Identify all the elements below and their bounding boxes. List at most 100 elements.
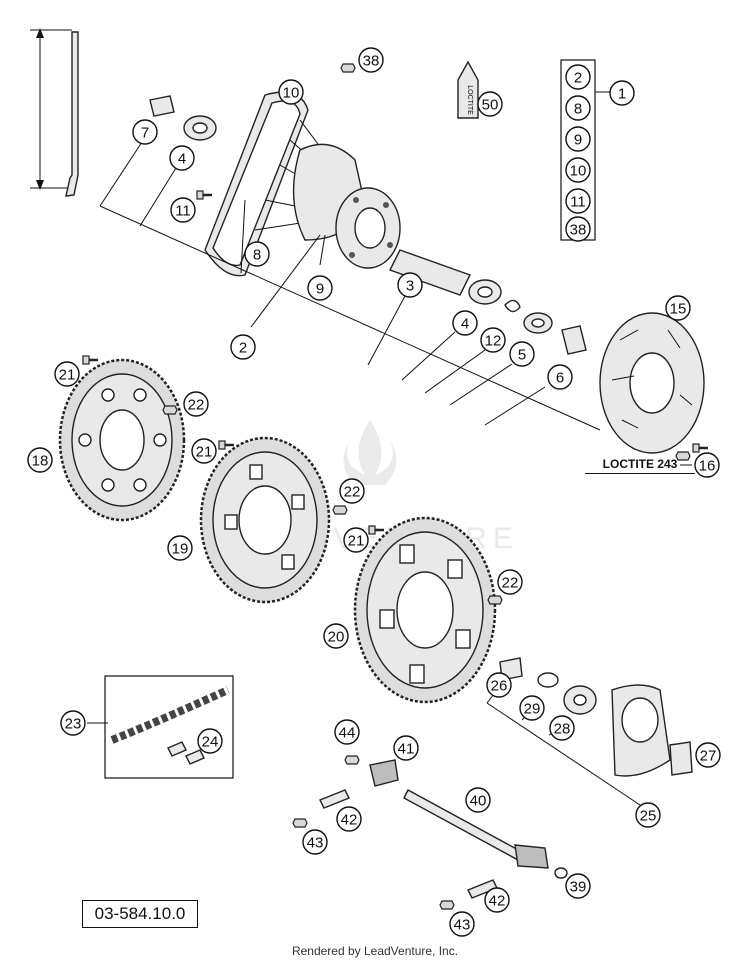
callout-circle — [197, 728, 223, 754]
rim-and-hub — [204, 91, 401, 277]
svg-text:LOCTITE: LOCTITE — [466, 85, 473, 115]
callout-circle — [60, 710, 86, 736]
callout-21b: 21 — [191, 438, 217, 464]
callout-4a: 4 — [169, 145, 195, 171]
callout-42b: 42 — [484, 887, 510, 913]
callout-43a: 43 — [302, 829, 328, 855]
callout-24: 24 — [197, 728, 223, 754]
callout-number: 9 — [316, 281, 324, 298]
callout-43b: 43 — [449, 911, 475, 937]
kit-item-38: 38 — [565, 216, 591, 242]
callout-6: 6 — [547, 364, 573, 390]
callout-41: 41 — [393, 735, 419, 761]
loctite-tube: LOCTITE — [457, 60, 479, 119]
callout-circle — [486, 672, 512, 698]
callout-circle — [191, 438, 217, 464]
callout-circle — [336, 806, 362, 832]
spacer-part — [149, 95, 175, 117]
callout-number: 21 — [196, 444, 213, 461]
callout-number: 42 — [489, 893, 506, 910]
sprocket-18 — [58, 358, 186, 522]
callout-25: 25 — [635, 802, 661, 828]
callout-38: 38 — [358, 47, 384, 73]
sprocket-20 — [353, 516, 497, 704]
svg-text:38: 38 — [570, 222, 587, 239]
callout-20: 20 — [323, 623, 349, 649]
callout-number: 44 — [339, 725, 356, 742]
callout-number: 40 — [470, 793, 487, 810]
hub-assembly-25 — [499, 657, 693, 777]
chain-part — [110, 686, 230, 744]
spoke-drawing — [30, 28, 79, 197]
callout-circle — [343, 527, 369, 553]
callout-number: 28 — [554, 721, 571, 738]
callout-circle — [549, 715, 575, 741]
callout-number: 27 — [700, 748, 717, 765]
nipple-part — [340, 63, 356, 73]
callout-circle — [244, 241, 270, 267]
callout-number: 23 — [65, 716, 82, 733]
callout-circle — [334, 719, 360, 745]
kit-item-8: 8 — [565, 95, 591, 121]
callout-number: 16 — [699, 458, 716, 475]
hub-internals — [389, 249, 587, 355]
spoke-nipple-part — [195, 189, 214, 201]
callout-19: 19 — [167, 535, 193, 561]
callout-1: 1 — [609, 80, 635, 106]
loctite-note: LOCTITE 243 — [585, 455, 695, 474]
callout-9: 9 — [307, 275, 333, 301]
callout-number: 41 — [398, 741, 415, 758]
kit-item-2: 2 — [565, 64, 591, 90]
svg-text:8: 8 — [574, 101, 582, 118]
axle-assembly — [292, 755, 568, 910]
callout-circle — [519, 695, 545, 721]
callout-4b: 4 — [452, 310, 478, 336]
callout-16: 16 — [694, 452, 720, 478]
callout-circle — [449, 911, 475, 937]
callout-22b: 22 — [339, 478, 365, 504]
callout-23: 23 — [60, 710, 86, 736]
callout-44: 44 — [334, 719, 360, 745]
svg-text:2: 2 — [574, 70, 582, 87]
callout-number: 4 — [178, 151, 186, 168]
callout-number: 7 — [141, 125, 149, 142]
callout-circle — [54, 361, 80, 387]
callout-39: 39 — [565, 873, 591, 899]
callout-18: 18 — [27, 447, 53, 473]
callout-27: 27 — [695, 742, 721, 768]
svg-text:11: 11 — [570, 194, 586, 211]
kit-item-9: 9 — [565, 126, 591, 152]
callout-21c: 21 — [343, 527, 369, 553]
callout-number: 43 — [454, 917, 471, 934]
callout-circle — [480, 327, 506, 353]
callout-circle — [339, 478, 365, 504]
kit-item-10: 10 — [565, 157, 591, 183]
callout-circle — [694, 452, 720, 478]
callout-22c: 22 — [497, 569, 523, 595]
callout-number: 26 — [491, 678, 508, 695]
callout-11: 11 — [170, 197, 196, 223]
svg-text:10: 10 — [570, 163, 587, 180]
callout-circle — [132, 119, 158, 145]
callout-number: 21 — [348, 533, 365, 550]
callout-circle — [323, 623, 349, 649]
brake-disc — [599, 312, 710, 461]
callout-circle — [393, 735, 419, 761]
callout-22a: 22 — [183, 391, 209, 417]
callout-number: 25 — [640, 808, 657, 825]
callout-12: 12 — [480, 327, 506, 353]
callout-circle — [230, 334, 256, 360]
callout-number: 21 — [59, 367, 76, 384]
callout-5: 5 — [509, 341, 535, 367]
callout-circle — [27, 447, 53, 473]
callout-circle — [665, 295, 691, 321]
callout-circle — [452, 310, 478, 336]
callout-circle — [547, 364, 573, 390]
callout-number: 10 — [283, 85, 300, 102]
callout-circle — [358, 47, 384, 73]
callout-number: 18 — [32, 453, 49, 470]
callout-circle — [477, 91, 503, 117]
callout-number: 39 — [570, 879, 587, 896]
